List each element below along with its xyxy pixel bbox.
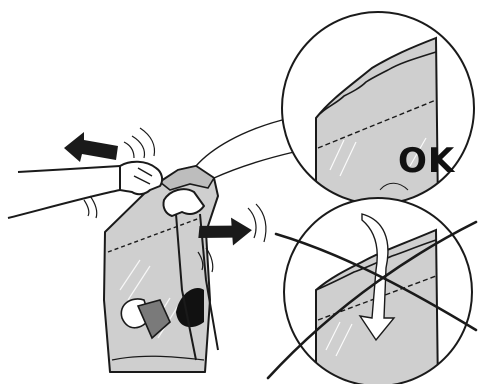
wrong-tear-detail [283,197,473,384]
left-forearm [7,165,133,219]
tear-direction-arrow-right-icon [198,217,252,246]
correct-tear-detail: OK [281,11,475,205]
prohibited-cross-icon [266,220,478,380]
right-fingers [162,188,205,217]
bag-tear-dashed-line [107,217,201,253]
left-hand [7,160,164,219]
correct-bag-body [315,36,440,204]
wrong-detail-circle [283,197,473,384]
bag-content-grey-piece [136,299,171,340]
bag-bottom-fold [111,355,205,361]
ok-label: OK [398,141,456,181]
zoom-leader-line [195,117,291,167]
tear-direction-arrow-left-icon [64,132,118,162]
bag-body [103,165,219,373]
bag-torn-top-strip [158,165,216,191]
correct-dashed-line [317,99,437,149]
correct-torn-edge [315,51,437,119]
bag-being-torn [103,165,219,373]
wrong-torn-edge [315,239,437,291]
left-fingers [119,160,164,196]
wrong-fold-arrow-icon [358,213,396,342]
motion-lines [83,127,267,273]
